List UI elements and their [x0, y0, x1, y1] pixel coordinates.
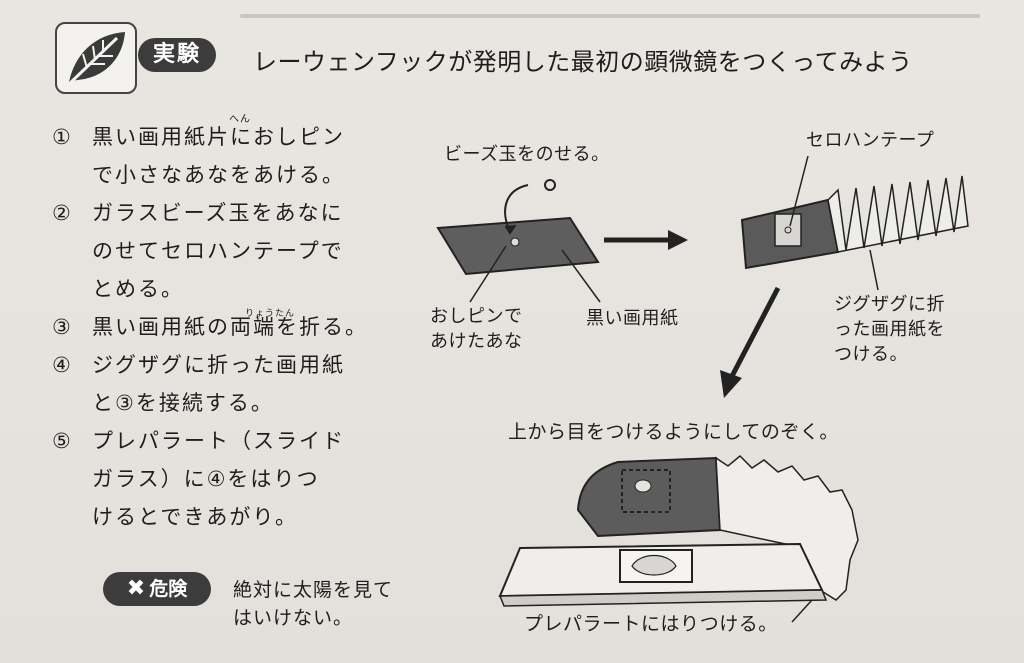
x-icon: ✖ [126, 576, 146, 601]
bead-label: ビーズ玉をのせる。 [444, 144, 610, 165]
pin-hole-label: おしピンで あけたあな [430, 306, 523, 352]
down-arrow [727, 286, 781, 382]
zigzag-paper-shape [827, 175, 969, 253]
step-number: ① [52, 125, 73, 149]
top-rule [240, 14, 980, 18]
step-1: ① 黒い画用紙片におしピン で小さなあなをあける。 [52, 118, 402, 194]
ruby-ryoutan: りょうたん [245, 309, 296, 319]
danger-text: 絶対に太陽を見て はいけない。 [233, 579, 394, 629]
step-text: 黒い画用紙片におしピン で小さなあなをあける。 [92, 125, 345, 187]
zigzag-label: ジグザグに折 った画用紙を つける。 [834, 294, 945, 365]
step-5: ⑤ プレパラート（スライド ガラス）に④をはりつ けるとできあがり。 [52, 422, 402, 536]
tape-outline-shape [621, 469, 671, 513]
black-paper-label: 黒い画用紙 [586, 308, 679, 329]
step-text: ジグザグに折った画用紙 と③を接続する。 [92, 353, 345, 415]
pin-hole-leader [469, 245, 507, 303]
leaf-icon [55, 22, 137, 94]
look-label: 上から目をつけるようにしてのぞく。 [508, 421, 839, 443]
tape-shape [774, 213, 802, 247]
assembled-paper-shape [576, 456, 722, 538]
tape-leader [789, 155, 809, 227]
bead-shape [544, 179, 556, 191]
step-text: プレパラート（スライド ガラス）に④をはりつ けるとできあがり。 [92, 429, 345, 529]
experiment-badge: 実験 [138, 38, 216, 72]
paper-leader [561, 249, 601, 303]
step-text: ガラスビーズ玉をあなに のせてセロハンテープで とめる。 [92, 201, 344, 301]
ruby-he: へん [229, 114, 251, 125]
step-2: ② ガラスビーズ玉をあなに のせてセロハンテープで とめる。 [52, 194, 402, 308]
step-number: ⑤ [52, 429, 73, 453]
slide-label: プレパラートにはりつける。 [524, 613, 778, 635]
steps-list: ① 黒い画用紙片におしピン で小さなあなをあける。 ② ガラスビーズ玉をあなに … [52, 118, 402, 536]
step-4: ④ ジグザグに折った画用紙 と③を接続する。 [52, 346, 402, 422]
black-paper-shape [436, 216, 600, 276]
step-3: ③ 黒い画用紙の両端を折る。 [52, 308, 402, 346]
tape-label: セロハンテープ [806, 130, 935, 151]
step-text: 黒い画用紙の両端を折る。 [92, 315, 368, 339]
zigzag-leader [869, 249, 879, 291]
step-number: ② [52, 201, 73, 225]
danger-badge: ✖ 危険 [103, 572, 211, 606]
slide-leader [791, 599, 813, 623]
step-number: ③ [52, 315, 73, 339]
danger-badge-label: 危険 [149, 578, 188, 600]
pin-hole-shape [510, 237, 520, 247]
page-title: レーウェンフックが発明した最初の顕微鏡をつくってみよう [253, 48, 913, 76]
step-number: ④ [52, 353, 73, 377]
